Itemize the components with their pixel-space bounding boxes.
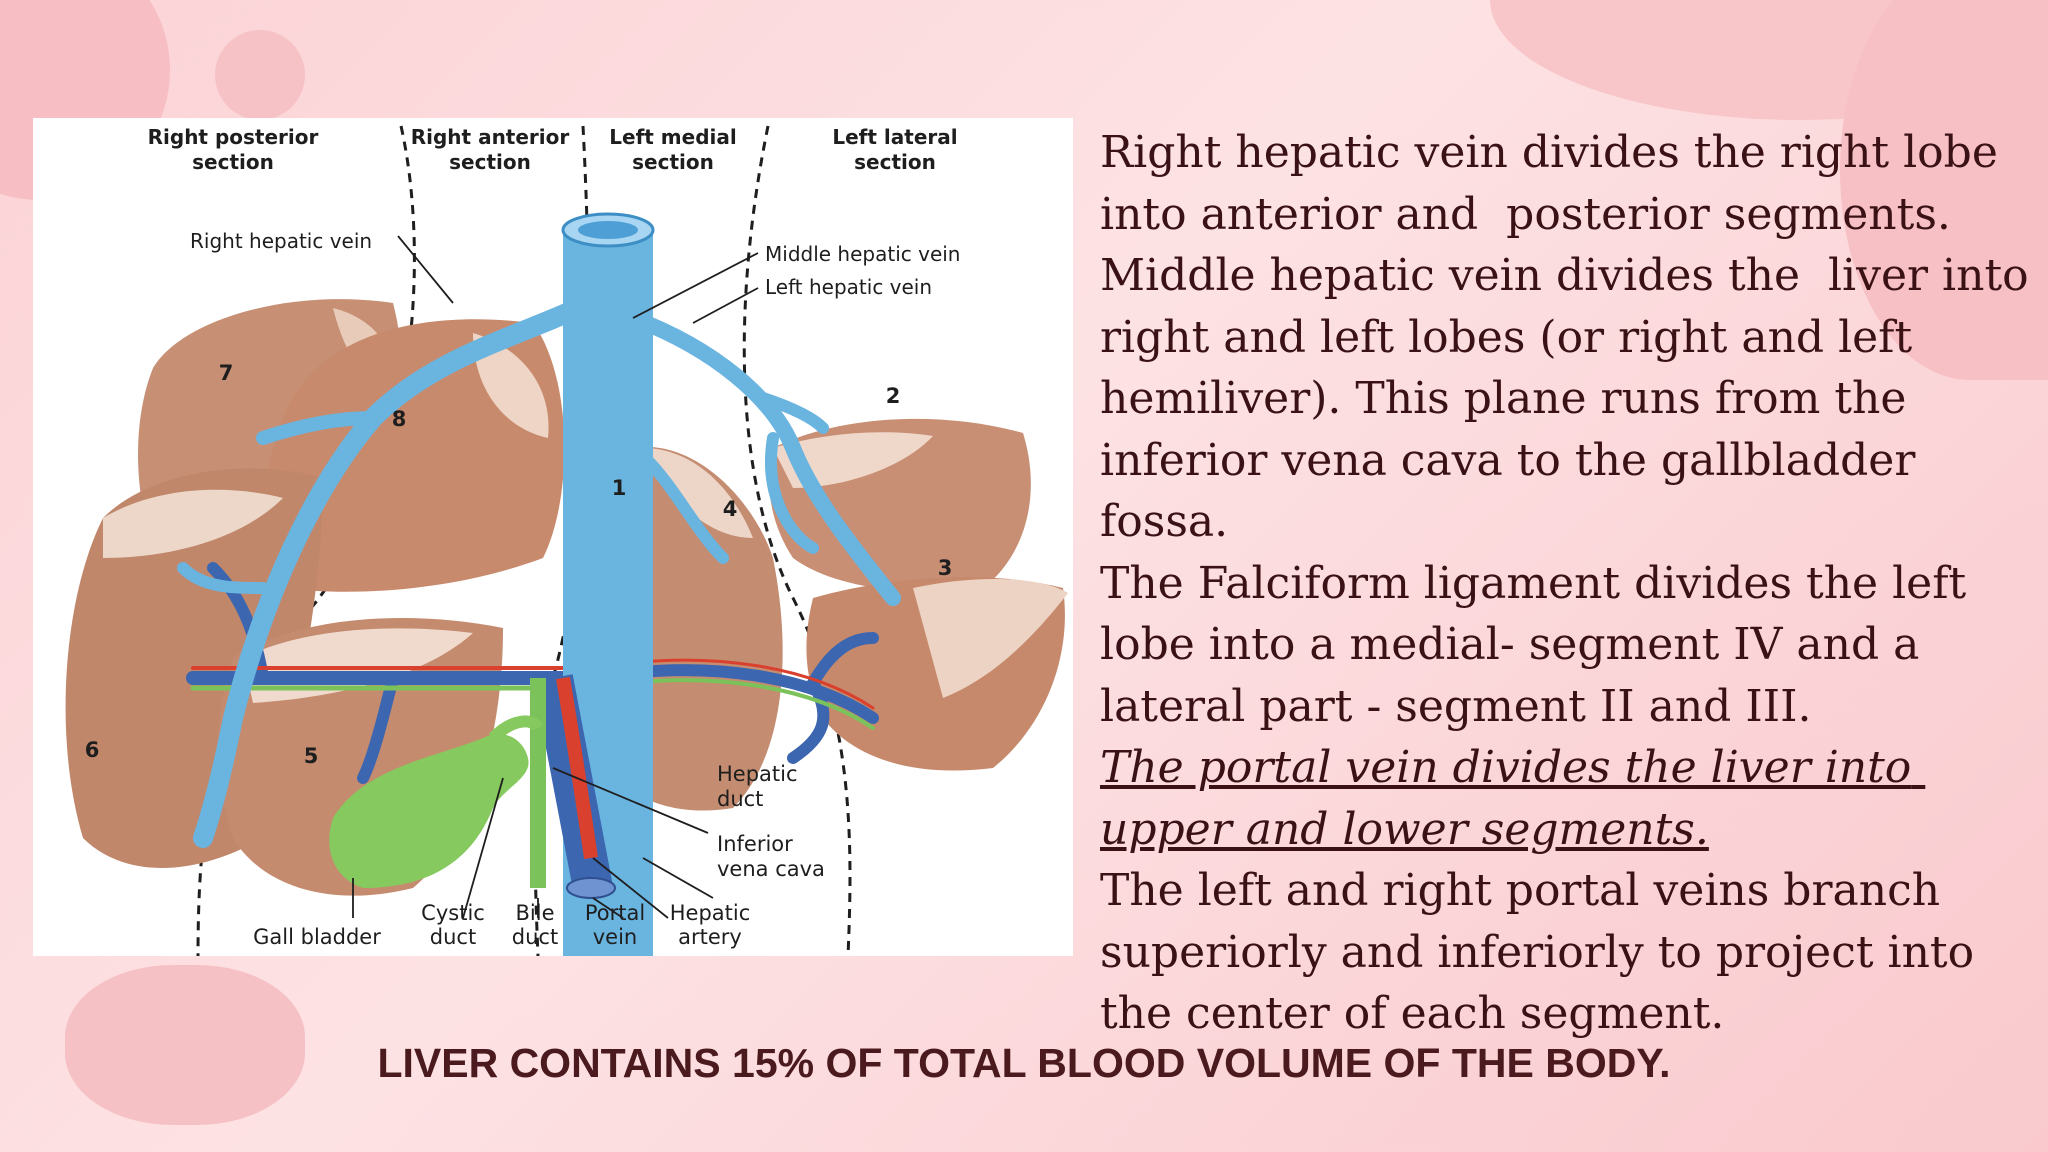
segment-number-2: 2: [886, 384, 901, 408]
footer-statement: LIVER CONTAINS 15% OF TOTAL BLOOD VOLUME…: [377, 1040, 1671, 1086]
label-left-lateral-line2: section: [854, 150, 936, 174]
liver-segment-diagram: Right posterior section Right anterior s…: [33, 118, 1073, 956]
label-portal-vein-line2: vein: [593, 925, 638, 949]
paragraph-right-hepatic-vein: Right hepatic vein divides the right lob…: [1100, 127, 2012, 240]
divider-falciform-plane: [742, 125, 852, 956]
liver-diagram-svg: Right posterior section Right anterior s…: [65, 125, 1068, 956]
paragraph-middle-hepatic-vein: Middle hepatic vein divides the liver in…: [1100, 250, 2029, 547]
label-hepatic-artery-line2: artery: [678, 925, 742, 949]
decor-blob-bottom-left: [65, 965, 305, 1125]
segment-4-face: [643, 448, 753, 538]
label-left-medial-line2: section: [632, 150, 714, 174]
segment-3-face: [913, 578, 1068, 698]
decor-blob-small: [215, 30, 305, 120]
label-left-medial-line1: Left medial: [609, 125, 736, 149]
label-bile-duct-line2: duct: [512, 925, 558, 949]
label-middle-hepatic-vein: Middle hepatic vein: [765, 242, 960, 266]
label-right-anterior-line1: Right anterior: [411, 125, 570, 149]
label-right-posterior-line1: Right posterior: [148, 125, 319, 149]
label-cystic-duct-line2: duct: [430, 925, 476, 949]
segment-number-8: 8: [392, 407, 407, 431]
label-left-lateral-line1: Left lateral: [832, 125, 957, 149]
label-hepatic-artery-line1: Hepatic: [670, 901, 751, 925]
label-bile-duct-line1: Bile: [516, 901, 555, 925]
segment-number-6: 6: [85, 738, 100, 762]
hepatic-artery-trunk: [556, 676, 598, 860]
paragraph-portal-branches: The left and right portal veins branch s…: [1100, 865, 1989, 1039]
leader-lines: [352, 235, 759, 919]
gall-bladder-shape: [329, 734, 529, 888]
segment-8-face: [473, 333, 549, 438]
segment-number-5: 5: [304, 744, 319, 768]
label-hepatic-duct-line1: Hepatic: [717, 762, 798, 786]
segment-number-1: 1: [612, 476, 627, 500]
segment-number-7: 7: [219, 361, 234, 385]
segment-number-3: 3: [938, 556, 953, 580]
segment-number-4: 4: [723, 497, 738, 521]
segment-6-face: [103, 489, 283, 558]
paragraph-portal-vein: The portal vein divides the liver into u…: [1100, 742, 1926, 855]
label-inferior-vena-cava-line2: vena cava: [717, 857, 825, 881]
label-hepatic-duct-line2: duct: [717, 787, 763, 811]
label-cystic-duct-line1: Cystic: [421, 901, 485, 925]
label-right-hepatic-vein: Right hepatic vein: [190, 229, 372, 253]
label-right-anterior-line2: section: [449, 150, 531, 174]
cystic-duct-shape: [488, 715, 544, 743]
label-left-hepatic-vein: Left hepatic vein: [765, 275, 932, 299]
liver-segments: [65, 299, 1068, 896]
explanation-text: Right hepatic vein divides the right lob…: [1100, 122, 2030, 1045]
hepatic-veins: [177, 298, 901, 848]
label-right-posterior-line2: section: [192, 150, 274, 174]
label-portal-vein-line1: Portal: [585, 901, 645, 925]
paragraph-falciform-ligament: The Falciform ligament divides the left …: [1100, 557, 1981, 732]
label-gall-bladder: Gall bladder: [253, 925, 381, 949]
label-inferior-vena-cava-line1: Inferior: [717, 832, 793, 856]
